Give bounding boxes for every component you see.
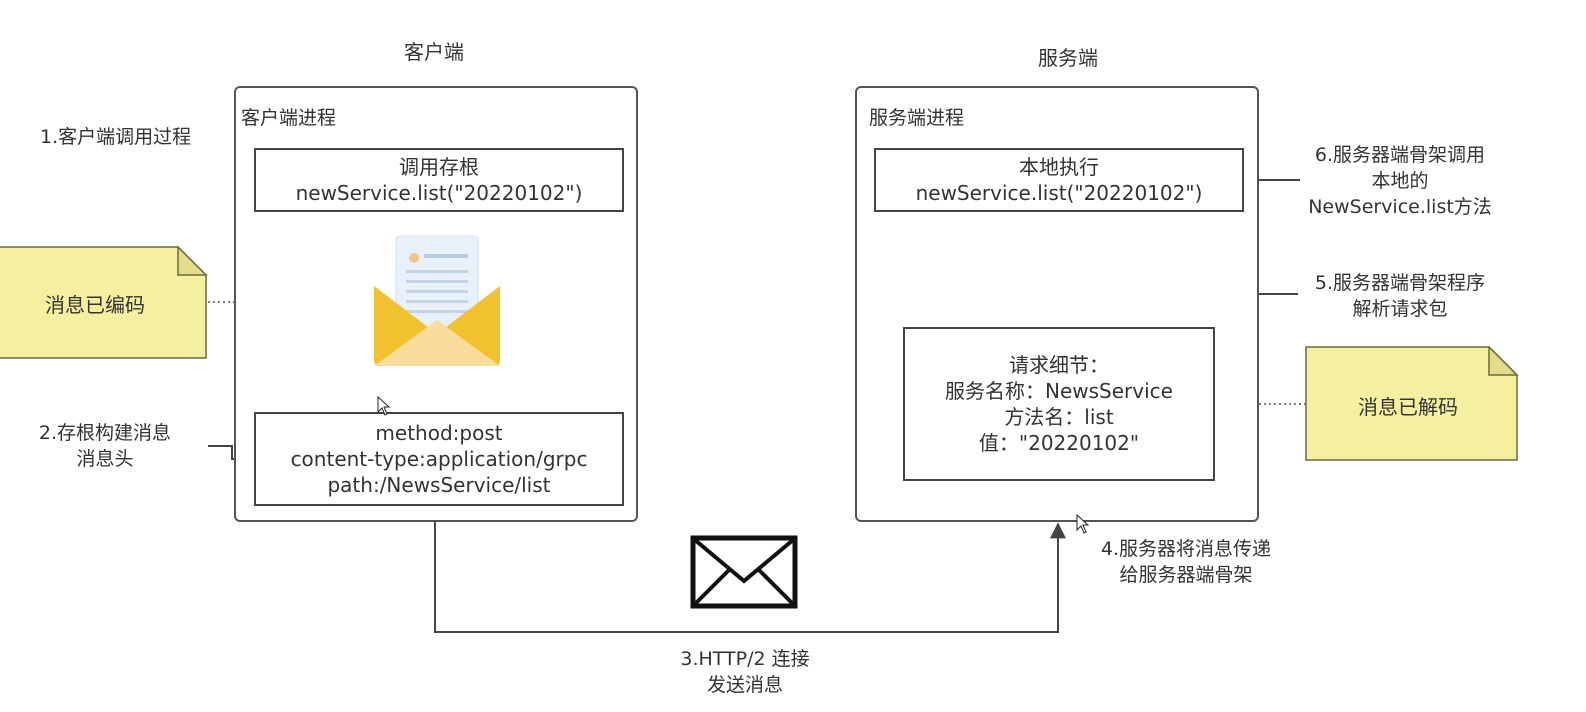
server-heading: 服务端	[1038, 46, 1098, 70]
request-value: 值："20220102"	[978, 431, 1140, 455]
http2-connection-arrow	[434, 521, 1066, 633]
stub-call-box: 调用存根 newService.list("20220102")	[254, 148, 624, 212]
encoded-note-label: 消息已编码	[45, 293, 145, 317]
step1-line-1: 1.客户端调用过程	[40, 126, 192, 148]
step1-label: 1.客户端调用过程	[40, 124, 191, 150]
step5-line-1: 5.服务器端骨架程序	[1314, 272, 1486, 294]
step2-line-2: 消息头	[76, 448, 134, 470]
client-process-title: 客户端进程	[241, 107, 337, 129]
mail-icon	[690, 535, 798, 609]
step6-line-3: NewService.list方法	[1308, 196, 1492, 218]
mouse-cursor-icon	[377, 396, 391, 416]
step4-line-1: 4.服务器将消息传递	[1100, 538, 1272, 560]
local-exec-line-2: newService.list("20220102")	[915, 181, 1203, 205]
stub-call-line-2: newService.list("20220102")	[295, 181, 583, 205]
client-heading: 客户端	[404, 40, 464, 64]
step3-label: 3.HTTP/2 连接 发送消息	[670, 646, 820, 698]
decoded-note-label: 消息已解码	[1358, 395, 1458, 419]
step6-line-1: 6.服务器端骨架调用	[1314, 144, 1486, 166]
step5-line-2: 解析请求包	[1352, 298, 1448, 320]
step3-line-2: 发送消息	[706, 674, 783, 696]
decoded-sticky-note	[1305, 346, 1519, 461]
server-process-title: 服务端进程	[869, 107, 965, 129]
request-method-name: 方法名：list	[1004, 405, 1114, 429]
request-detail-title: 请求细节：	[1009, 353, 1109, 377]
email-icon	[374, 235, 500, 366]
step4-line-2: 给服务器端骨架	[1119, 564, 1253, 586]
local-exec-box: 本地执行 newService.list("20220102")	[874, 148, 1244, 212]
message-header-box: method:post content-type:application/grp…	[254, 412, 624, 506]
step6-line-2: 本地的	[1371, 170, 1429, 192]
step2-label: 2.存根构建消息 消息头	[30, 420, 180, 472]
header-method: method:post	[375, 421, 503, 445]
request-service-name: 服务名称：NewsService	[945, 379, 1173, 403]
header-content-type: content-type:application/grpc	[290, 447, 588, 471]
encoded-sticky-note	[0, 246, 208, 359]
step3-line-1: 3.HTTP/2 连接	[680, 648, 810, 670]
local-exec-line-1: 本地执行	[1019, 155, 1099, 179]
step2-line-1: 2.存根构建消息	[38, 422, 172, 444]
step6-label: 6.服务器端骨架调用 本地的 NewService.list方法	[1300, 142, 1500, 220]
request-detail-box: 请求细节： 服务名称：NewsService 方法名：list 值："20220…	[903, 327, 1215, 481]
step5-label: 5.服务器端骨架程序 解析请求包	[1302, 270, 1498, 322]
mouse-cursor-icon-2	[1076, 514, 1090, 534]
step4-label: 4.服务器将消息传递 给服务器端骨架	[1088, 536, 1284, 588]
stub-call-line-1: 调用存根	[399, 155, 479, 179]
header-path: path:/NewsService/list	[327, 473, 551, 497]
